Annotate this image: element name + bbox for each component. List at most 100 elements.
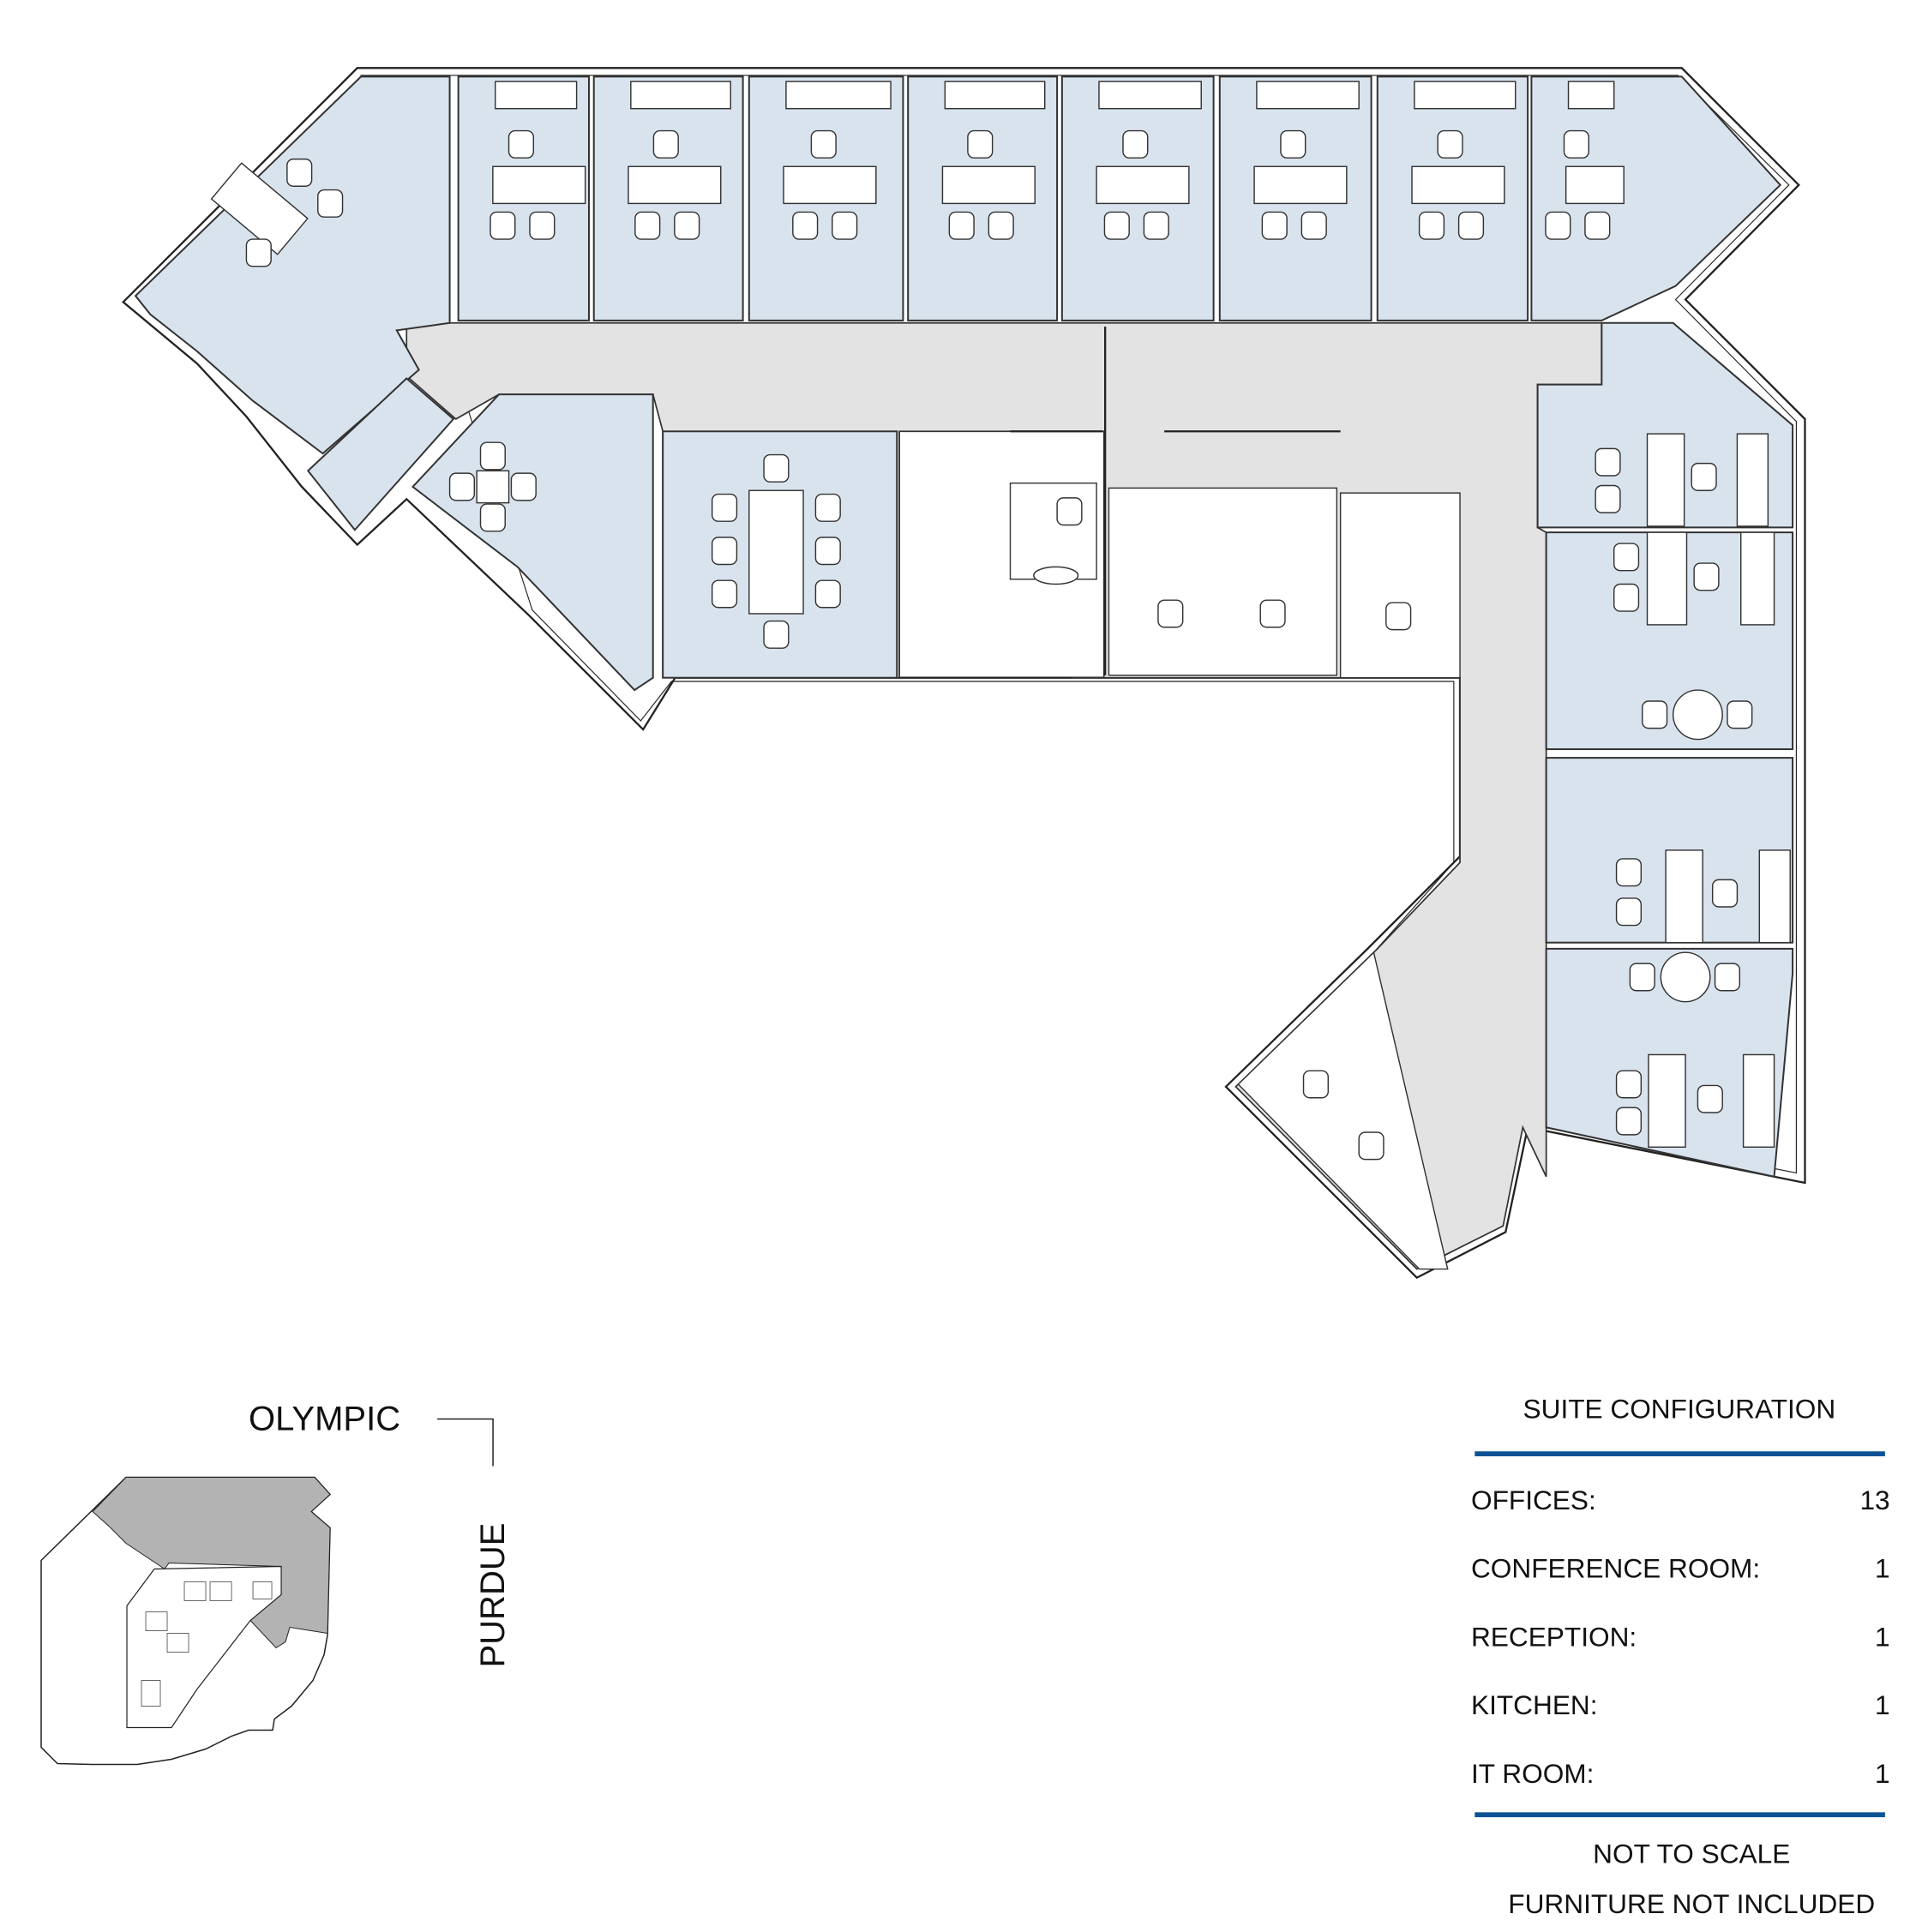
- desk: [1646, 531, 1688, 626]
- chair: [508, 129, 535, 159]
- chair: [1302, 1070, 1329, 1099]
- chair: [1714, 963, 1741, 992]
- chair: [479, 503, 506, 532]
- it-room: [1339, 492, 1461, 679]
- credenza: [495, 81, 578, 110]
- credenza: [1414, 81, 1517, 110]
- chair: [674, 211, 700, 240]
- chair: [1615, 897, 1643, 927]
- desk: [1253, 165, 1348, 205]
- desk: [492, 165, 586, 205]
- chair: [1545, 211, 1571, 240]
- chair: [814, 537, 841, 566]
- chair: [634, 211, 661, 240]
- legend-row-label: RECEPTION:: [1471, 1621, 1637, 1652]
- credenza: [1567, 81, 1615, 110]
- legend-row-label: IT ROOM:: [1471, 1758, 1594, 1789]
- legend-row-value: 1: [1875, 1758, 1890, 1789]
- chair: [763, 453, 790, 483]
- key-plan: OLYMPIC PURDUE: [40, 1400, 512, 1766]
- chair: [448, 472, 476, 501]
- desk: [210, 162, 309, 255]
- legend-row-label: OFFICES:: [1471, 1485, 1596, 1515]
- chair: [1595, 447, 1621, 477]
- chair: [1711, 879, 1739, 908]
- chair: [1693, 562, 1720, 591]
- chair: [1727, 700, 1753, 729]
- chair: [479, 441, 506, 471]
- chair: [1261, 211, 1288, 240]
- chair: [1697, 1084, 1723, 1113]
- legend-row-value: 1: [1875, 1553, 1890, 1584]
- round-table: [1672, 689, 1723, 741]
- chair: [1143, 211, 1169, 240]
- chair: [814, 579, 841, 609]
- credenza: [944, 81, 1046, 110]
- legend-rule-bottom: [1475, 1812, 1885, 1818]
- credenza: [1758, 849, 1791, 944]
- reception-workstation: [1108, 487, 1338, 676]
- credenza: [785, 81, 892, 110]
- chair: [1056, 497, 1083, 526]
- building-core: [126, 1565, 282, 1729]
- chair: [1615, 1107, 1643, 1136]
- street-leader-line: [437, 1418, 494, 1467]
- credenza: [1736, 433, 1769, 527]
- chair: [1629, 963, 1655, 992]
- desk: [941, 165, 1036, 205]
- street-label-olympic: OLYMPIC: [249, 1400, 400, 1437]
- credenza: [1742, 1053, 1775, 1148]
- chair: [988, 211, 1014, 240]
- desk: [1565, 165, 1625, 205]
- chair: [1613, 543, 1640, 572]
- suite-floor-plan: [122, 67, 1806, 1280]
- street-label-purdue: PURDUE: [474, 1523, 512, 1668]
- chair: [810, 129, 837, 159]
- credenza: [1098, 81, 1202, 110]
- conference-table: [748, 489, 804, 615]
- lounge-counter: [1237, 951, 1449, 1270]
- kitchen: [411, 393, 654, 692]
- suite-configuration-legend: SUITE CONFIGURATION OFFICES: 13CONFERENCE…: [1471, 1393, 1890, 1919]
- office-corner-north: [1530, 75, 1782, 321]
- chair: [1615, 858, 1643, 887]
- reception-desk: [1009, 482, 1097, 580]
- chair: [1613, 583, 1640, 612]
- suite-highlight: [92, 1476, 331, 1649]
- credenza: [1256, 81, 1360, 110]
- chair: [510, 472, 537, 501]
- chair: [490, 211, 516, 240]
- chair: [1615, 1070, 1643, 1099]
- desk: [1648, 1053, 1686, 1148]
- chair: [1691, 462, 1717, 491]
- chair: [1437, 129, 1463, 159]
- chair: [286, 158, 313, 187]
- furniture: [210, 81, 1791, 1161]
- chair: [1122, 129, 1149, 159]
- chair: [832, 211, 858, 240]
- chair: [1157, 599, 1184, 628]
- legend-row-value: 13: [1859, 1485, 1889, 1515]
- chair: [1259, 599, 1286, 628]
- elevator-icons: [141, 1581, 273, 1707]
- round-table: [1660, 951, 1711, 1003]
- chair: [948, 211, 975, 240]
- desk: [783, 165, 877, 205]
- chair: [1300, 211, 1327, 240]
- chair: [711, 493, 738, 522]
- chair: [1103, 211, 1130, 240]
- chair: [245, 238, 272, 267]
- office: [1536, 321, 1794, 529]
- chair: [1418, 211, 1445, 240]
- storage-room: [306, 377, 455, 531]
- chair: [711, 537, 738, 566]
- legend-row-label: CONFERENCE ROOM:: [1471, 1553, 1760, 1584]
- desk: [1646, 433, 1685, 527]
- chair: [1563, 129, 1589, 159]
- reception-counter: [1033, 566, 1079, 585]
- chair: [792, 211, 819, 240]
- legend-title: SUITE CONFIGURATION: [1523, 1393, 1836, 1424]
- chair: [1642, 700, 1668, 729]
- credenza: [1740, 531, 1775, 626]
